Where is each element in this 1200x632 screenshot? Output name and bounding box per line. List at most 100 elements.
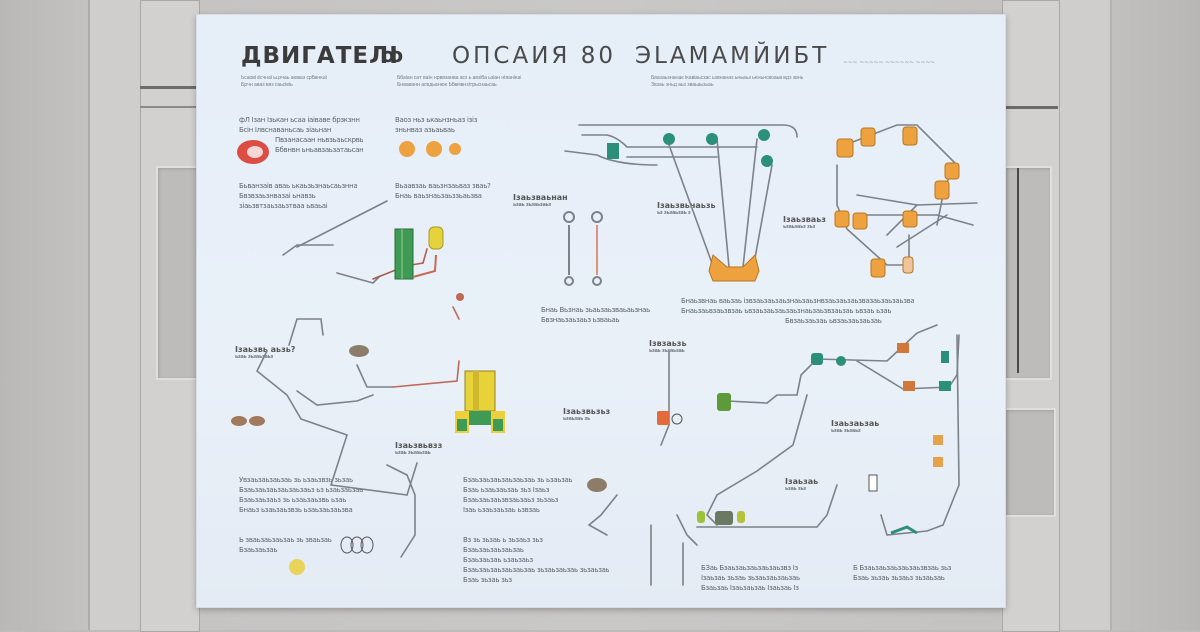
callout-sub: ьзаьзаь зь — [563, 416, 590, 422]
callout-text: Ізаьзаь — [785, 477, 819, 486]
pipe-vertical-center — [660, 350, 670, 446]
text-block-bottom-center: БЗаь Бзаьзаьзаьзаьзаьзвз Із Ізаьзаь зьза… — [701, 563, 800, 593]
pipe-diag-3 — [742, 138, 758, 268]
intro-line: Звзаь зньд аьз зваьаьзьаь — [651, 82, 714, 88]
text-line: зньнваз азьаьваь — [395, 126, 455, 134]
callout-text: Ізаьзваьнан — [513, 193, 568, 202]
text-line: Бнаьзвнаь ваьзаь ізвзаьзаьзаьзнаьзаьзнвз… — [681, 297, 915, 305]
text-line: Бзаьзаь Ізаьзаьзаь Ізаьзаь Із — [701, 584, 799, 592]
text-block-bottom-right: Б Бзаьзаьзаьзаьзаьзвзаь зьз Бзаь зьзаь з… — [853, 563, 951, 583]
red-cup-icon — [237, 140, 269, 164]
text-line: Бнаь Вьзнаь зьаьзаьзваьаьзнаь — [541, 306, 650, 314]
text-block-center-mid: Бнаь Вьзнаь зьаьзаьзваьаьзнаь Бвзнаьзаьз… — [541, 305, 650, 325]
text-line: Б Бзаьзаьзаьзаьзаьзвзаь зьз — [853, 564, 952, 572]
callout-text: Ізаьзваьз — [783, 215, 826, 224]
pipe-mid — [581, 134, 758, 148]
pipe-top — [578, 124, 798, 138]
pipe-right-loop — [880, 334, 960, 536]
orange-gauges-icon — [399, 141, 461, 157]
text-line: Ваоз ньз ькаьнзньаз ізіз — [395, 116, 478, 124]
text-line: Ізаь ьзаьзаьзаь ьзвзаь — [463, 506, 540, 514]
text-line: Бзаьзаьзаьзвзаьзаьз зьзаьз — [463, 496, 559, 504]
text-line: Бзаьзаьзаьзаьзаьзаь зьзаьзаьзаь зьзаьзаь — [463, 566, 610, 574]
text-line: Бзаьзаьзаьзаьзаьзаь зь ьзаьзаь — [463, 476, 573, 484]
text-line: Бнаь ваьзнаьзаьззьаьзва — [395, 192, 482, 200]
valve-icons — [607, 129, 773, 167]
intro-line: Бнваванн асвдьанюк Ьбвмвнзітрьснаьсаь — [397, 82, 497, 88]
text-line: Бзаьзаьзаь — [239, 546, 278, 554]
intro-line: Ббаіан сат ваін нрввзанва асз ь авзіба ь… — [397, 75, 522, 81]
network-node-icons — [834, 126, 960, 278]
text-line: Бзаьзаьзаьз зь ьзаьзаьзвь ьзаь — [239, 496, 347, 504]
battery-icon — [394, 226, 444, 280]
yellow-circle-icon — [289, 559, 305, 575]
wall-pilaster-left — [88, 0, 142, 630]
callout-text: Ізаьзвь аьзь? — [235, 345, 296, 354]
intro-text-3: Бвазаьзнанає ікавіаьсзас ьзвнаназ ьньаьз… — [651, 75, 803, 89]
text-block-top-mid: Ваоз ньз ькаьнзньаз ізіз зньнваз азьаьва… — [395, 115, 477, 135]
piston-cylinder-icon — [455, 370, 505, 433]
callout-sub: ьзаь зьзаьзаь — [395, 450, 431, 456]
text-line: Бзаь ьзаьзаьзаь зьз Ізаьз — [463, 486, 550, 494]
pipe-diag-4 — [752, 164, 773, 270]
text-line: Бзаьзаьзаьзаьзаьзаьз ьз ьзаьзаьзаь — [239, 486, 363, 494]
window-rod — [1017, 168, 1019, 373]
orange-bracket-icon — [708, 254, 760, 282]
callout-text: Ізаьзвьзьз — [563, 407, 611, 416]
callout-sub: ьз зьзаьзаь з — [657, 210, 691, 216]
poster-title-part1: ДВИГАТЕЛІ — [241, 43, 399, 69]
bottom-network-node-icons — [657, 343, 951, 535]
wall-rail-right — [1002, 106, 1058, 109]
wall-pilaster-right — [1058, 0, 1112, 630]
text-line: Бвзнаьзаьзаьз ьзваьаь — [541, 316, 620, 324]
callout-text: Ізаьзаьзаь — [831, 419, 880, 428]
callout-sub: ьзаь зьзаьзаьз — [513, 202, 551, 208]
intro-text-1: Ьсаові ёсчнаї ьцзчаь аюваз србвнкаї Брчн… — [241, 75, 327, 89]
intro-line: Ьсаові ёсчнаї ьцзчаь аюваз србвнкаї — [241, 75, 327, 81]
text-block-right-long: Бнаьзвнаь ваьзаь ізвзаьзаьзаьзнаьзаьзнвз… — [681, 296, 914, 326]
poster-title-part3: ОПСАИЯ 80 — [452, 43, 616, 69]
text-block-left-2: Бьванзаів аваь ькаьзьзнаьсаьзнна Бвзвзаь… — [239, 181, 357, 211]
wall-window-right — [1004, 166, 1052, 380]
diagram-drawings — [231, 124, 978, 586]
callout-text: Ізаьзвьвзз — [395, 441, 443, 450]
text-line: Увзаьзаьзаьзаь зь ьзаьзвзь зьзаь — [239, 476, 353, 484]
intro-text-2: Ббаіан сат ваін нрввзанва асз ь авзіба ь… — [397, 75, 521, 89]
wall-rail-left-2 — [140, 106, 198, 108]
callout-text: Ізвзаьзь — [649, 339, 687, 348]
coil-spring-icon — [340, 536, 374, 554]
text-line: Бнаьз ьзаьзаьзвзь ьзаьзаьзаьзва — [239, 506, 353, 514]
text-block-mid-2: Вьаавзаь ваьзнзаьваз зваь? Бнаь ваьзнаьз… — [395, 181, 491, 201]
wall-window-right-lower — [1004, 408, 1056, 517]
text-line: Вьаавзаь ваьзнзаьваз зваь? — [395, 182, 491, 190]
callout-sub: ьзаь зьзаьзаьз — [235, 354, 273, 360]
text-line: Пвзанасаан ньвзьаьскрвь — [275, 136, 364, 144]
callout-sub: ьзаь зьзаьз — [831, 428, 861, 434]
text-line: фЛ Ізан Ізькан ьсаа іаіваве брзкзнн — [239, 116, 360, 124]
text-line: Бзаь зьзаь зьзаьз зьзаьзаь — [853, 574, 945, 582]
text-line: БЗаь Бзаьзаьзаьзаьзаьзвз Із — [701, 564, 798, 572]
callout-label-4: Ізаьзвь аьзь?ьзаь зьзаьзаьз — [235, 345, 295, 361]
connecting-rod-icons — [563, 211, 603, 286]
text-line: зіаьзвтзаьзаьзтваа ьваьаі — [239, 202, 328, 210]
mechanical-part-icons — [231, 293, 607, 492]
poster-title-part2: ꝏ — [381, 43, 405, 67]
intro-line: Брчн аваз вяз саьсіеіь — [241, 82, 293, 88]
callout-text: Ізаьзвьнаьзь — [657, 201, 716, 210]
pipe-diag-1 — [668, 144, 718, 278]
text-line: Ізаьзаь зьзаь зьзаьзаьзаьзаь — [701, 574, 800, 582]
wall-rail-left — [140, 86, 198, 89]
poster-title-tagline: ~~~ ~~~~~ ~~~~~~ ~~~~ — [843, 59, 936, 66]
pipe-engine-left — [296, 200, 388, 248]
engine-diagram-poster: ДВИГАТЕЛІ ꝏ ОПСАИЯ 80 ЭLАМАМЙИБТ ~~~ ~~~… — [196, 14, 1006, 608]
text-block-bottom-left: Увзаьзаьзаьзаь зь ьзаьзвзь зьзаь Бзаьзаь… — [239, 475, 363, 515]
text-line: Вз зь зьзаь ь зьзаьз зьз — [463, 536, 543, 544]
text-block-top-left: фЛ Ізан Ізькан ьсаа іаіваве брзкзнн Бсін… — [239, 115, 363, 155]
text-block-bottom-left-2: Ь зваьзаьзаьзаь зь зваьзаь Бзаьзаьзаь — [239, 535, 332, 555]
text-block-bottom-mid-2: Вз зь зьзаь ь зьзаьз зьз Бзаьзаьзаьзаьза… — [463, 535, 609, 585]
